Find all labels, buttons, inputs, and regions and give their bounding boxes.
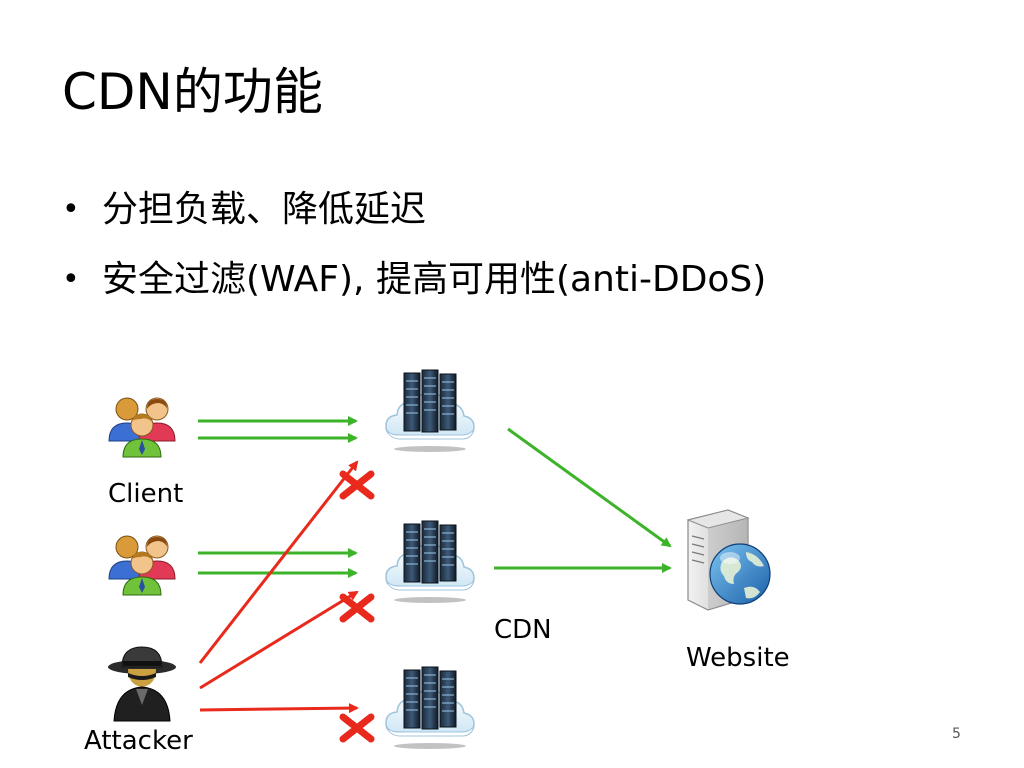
bullet-text: 安全过滤(WAF), 提高可用性(anti-DDoS) (102, 259, 767, 300)
slide-title: CDN的功能 (62, 63, 323, 121)
traffic-arrow (507, 427, 672, 548)
red-x-icon (343, 474, 371, 496)
attacker-label: Attacker (84, 726, 193, 756)
red-x-icon (343, 717, 371, 739)
bullet-text: 分担负载、降低延迟 (102, 189, 427, 230)
web-server-icon (686, 509, 771, 611)
attack-arrow (199, 703, 359, 714)
legit-traffic-arrows (198, 416, 672, 578)
attack-arrow (198, 460, 359, 664)
page-number: 5 (952, 726, 961, 742)
bullet-list: • 分担负载、降低延迟 • 安全过滤(WAF), 提高可用性(anti-DDoS) (62, 188, 766, 328)
cloud-server-icon (385, 520, 475, 604)
bullet-item: • 安全过滤(WAF), 提高可用性(anti-DDoS) (62, 258, 766, 301)
red-x-icon (343, 597, 371, 619)
hacker-icon (108, 646, 176, 722)
cdn-label: CDN (494, 615, 552, 645)
cloud-server-icon (385, 369, 475, 453)
bullet-item: • 分担负载、降低延迟 (62, 188, 766, 231)
attack-traffic-arrows (198, 460, 359, 714)
users-icon (108, 535, 176, 596)
users-icon (108, 397, 176, 458)
client-label: Client (108, 479, 184, 509)
cloud-server-icon (385, 666, 475, 750)
bullet-dot: • (62, 192, 80, 227)
website-label: Website (686, 643, 790, 673)
attack-arrow (199, 590, 359, 690)
bullet-dot: • (62, 262, 80, 297)
